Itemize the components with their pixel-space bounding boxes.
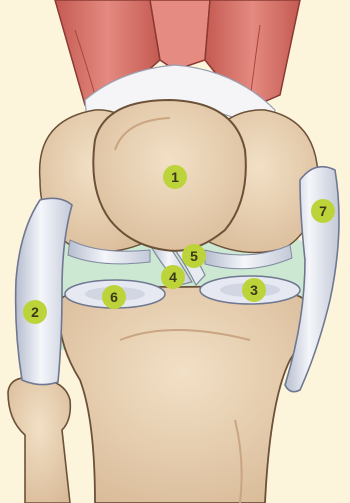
tibia	[59, 287, 306, 503]
marker-3: 3	[242, 278, 266, 302]
marker-2: 2	[23, 300, 47, 324]
marker-3-label: 3	[250, 282, 258, 298]
marker-5-label: 5	[190, 248, 198, 264]
marker-7: 7	[311, 199, 335, 223]
marker-7-label: 7	[319, 203, 327, 219]
marker-1: 1	[163, 165, 187, 189]
marker-4: 4	[161, 265, 185, 289]
marker-4-label: 4	[169, 269, 177, 285]
marker-6-label: 6	[110, 289, 118, 305]
marker-5: 5	[182, 244, 206, 268]
marker-6: 6	[102, 285, 126, 309]
fibula	[8, 378, 70, 503]
marker-2-label: 2	[31, 304, 39, 320]
marker-1-label: 1	[171, 169, 179, 185]
